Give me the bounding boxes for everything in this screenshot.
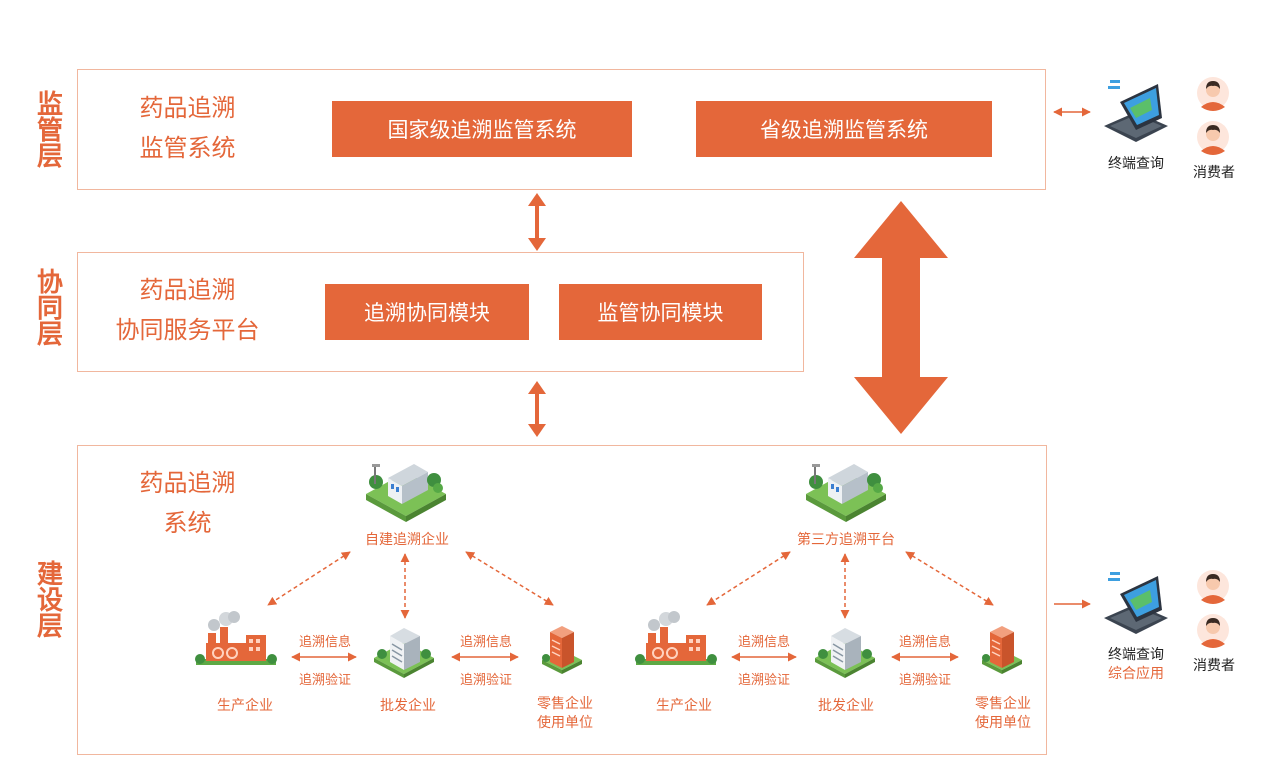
top-consumer-avatar-icon-2 <box>1197 121 1229 155</box>
left-retailer-label-line1: 零售企业 <box>537 696 593 712</box>
right-wholesaler-label: 批发企业 <box>818 698 874 714</box>
top-consumer-label: 消费者 <box>1193 165 1235 181</box>
bottom-terminal-label-line1: 终端查询 <box>1108 647 1164 663</box>
arrow-supervision-collaboration <box>528 193 546 251</box>
right-hub-producer-connector <box>706 551 791 606</box>
bottom-terminal-label: 终端查询 综合应用 <box>1098 646 1174 684</box>
arrow-collaboration-construction <box>528 381 546 437</box>
self-built-hub-icon <box>366 464 446 522</box>
left-verify-label-2: 追溯验证 <box>459 673 512 688</box>
top-terminal-label: 终端查询 <box>1108 156 1164 172</box>
left-producer-factory-icon <box>194 610 278 666</box>
right-producer-factory-icon <box>634 610 718 666</box>
right-info-label-1: 追溯信息 <box>737 635 790 650</box>
left-wholesaler-label: 批发企业 <box>380 698 436 714</box>
collaboration-title: 药品追溯 协同服务平台 <box>100 270 275 350</box>
right-retailer-label-line2: 使用单位 <box>975 715 1031 731</box>
left-info-label-2: 追溯信息 <box>459 635 512 650</box>
left-hub-producer-connector <box>267 551 351 606</box>
left-producer-label: 生产企业 <box>217 698 273 714</box>
supervise-collab-module-box[interactable]: 监管协同模块 <box>559 284 762 340</box>
bottom-terminal-sub-label: 综合应用 <box>1108 666 1164 682</box>
bottom-consumer-avatar-icon-1 <box>1197 570 1229 604</box>
national-system-box[interactable]: 国家级追溯监管系统 <box>332 101 632 157</box>
left-info-label-1: 追溯信息 <box>298 635 351 650</box>
right-verify-label-1: 追溯验证 <box>737 673 790 688</box>
right-retailer-label-line1: 零售企业 <box>975 696 1031 712</box>
left-retail-building-icon <box>541 625 583 675</box>
right-info-label-2: 追溯信息 <box>898 635 951 650</box>
bottom-consumer-label: 消费者 <box>1193 658 1235 674</box>
layer-label-construction: 建设层 <box>32 560 63 638</box>
provincial-system-box[interactable]: 省级追溯监管系统 <box>696 101 992 157</box>
right-retailer-label: 零售企业 使用单位 <box>963 695 1043 733</box>
construction-title-line2: 系统 <box>163 509 212 537</box>
top-terminal-laptop-icon <box>1104 80 1168 142</box>
left-retailer-label-line2: 使用单位 <box>537 715 593 731</box>
construction-title: 药品追溯 系统 <box>110 463 265 543</box>
bottom-consumer-avatar-icon-2 <box>1197 614 1229 648</box>
right-producer-label: 生产企业 <box>656 698 712 714</box>
supervision-title-line2: 监管系统 <box>139 134 236 162</box>
left-retailer-label: 零售企业 使用单位 <box>525 695 605 733</box>
layer-label-supervision: 监管层 <box>32 90 63 168</box>
left-hub-label: 自建追溯企业 <box>365 532 449 548</box>
left-hub-retail-connector <box>465 551 554 606</box>
collaboration-title-line1: 药品追溯 <box>139 276 236 304</box>
layer-label-collaboration: 协同层 <box>32 268 63 346</box>
right-hub-label: 第三方追溯平台 <box>797 532 895 548</box>
right-retail-building-icon <box>981 625 1023 675</box>
right-wholesale-building-icon <box>814 627 876 679</box>
left-verify-label-1: 追溯验证 <box>298 673 351 688</box>
supervision-title: 药品追溯 监管系统 <box>110 88 265 168</box>
right-verify-label-2: 追溯验证 <box>898 673 951 688</box>
left-wholesale-building-icon <box>373 627 435 679</box>
right-hub-retail-connector <box>905 551 994 606</box>
supervision-title-line1: 药品追溯 <box>139 94 236 122</box>
construction-title-line1: 药品追溯 <box>139 469 236 497</box>
third-party-hub-icon <box>806 464 886 522</box>
trace-collab-module-box[interactable]: 追溯协同模块 <box>325 284 529 340</box>
top-consumer-avatar-icon-1 <box>1197 77 1229 111</box>
bottom-terminal-laptop-icon <box>1104 572 1168 634</box>
big-double-arrow <box>854 201 948 434</box>
collaboration-title-line2: 协同服务平台 <box>115 316 260 344</box>
